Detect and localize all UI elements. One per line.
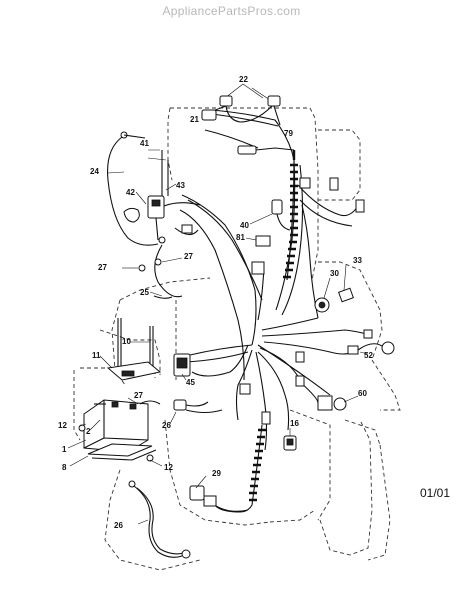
callout-25: 25 bbox=[140, 288, 149, 297]
battery-assembly bbox=[78, 318, 162, 462]
callout-27-left: 27 bbox=[98, 263, 107, 272]
callout-labels: 22 21 79 41 24 42 43 40 81 27 27 25 30 3… bbox=[58, 75, 373, 530]
callout-26-upper: 26 bbox=[162, 421, 171, 430]
callout-43: 43 bbox=[176, 181, 185, 190]
coil-upper bbox=[283, 150, 298, 281]
callout-81: 81 bbox=[236, 233, 245, 242]
lower-ground-cable bbox=[128, 480, 191, 559]
callout-16: 16 bbox=[290, 419, 299, 428]
callout-27-right: 27 bbox=[184, 252, 193, 261]
callout-42: 42 bbox=[126, 188, 135, 197]
callout-30: 30 bbox=[330, 269, 339, 278]
watermark: AppliancePartsPros.com bbox=[162, 4, 301, 18]
callout-27-battery: 27 bbox=[134, 391, 143, 400]
callout-79: 79 bbox=[284, 129, 293, 138]
callout-10: 10 bbox=[122, 337, 131, 346]
seat-pto-switches bbox=[189, 435, 297, 512]
callout-40: 40 bbox=[240, 221, 249, 230]
callout-26-lower: 26 bbox=[114, 521, 123, 530]
callout-8: 8 bbox=[62, 463, 67, 472]
callout-21: 21 bbox=[190, 115, 199, 124]
ignition-group bbox=[107, 131, 201, 246]
right-components bbox=[299, 264, 395, 411]
callout-29: 29 bbox=[212, 469, 221, 478]
callout-1: 1 bbox=[62, 445, 67, 454]
revision-code: 01/01 bbox=[420, 486, 451, 500]
callout-2: 2 bbox=[86, 427, 91, 436]
callout-41: 41 bbox=[140, 139, 149, 148]
callout-11: 11 bbox=[92, 351, 101, 360]
solenoid-group bbox=[251, 177, 365, 275]
callout-12-left: 12 bbox=[58, 421, 67, 430]
callout-45: 45 bbox=[186, 378, 195, 387]
callout-60: 60 bbox=[358, 389, 367, 398]
callout-12-right: 12 bbox=[164, 463, 173, 472]
callout-24: 24 bbox=[90, 167, 99, 176]
callout-22: 22 bbox=[239, 75, 248, 84]
headlight-assembly bbox=[201, 83, 295, 155]
leader-lines bbox=[67, 149, 369, 525]
callout-52: 52 bbox=[364, 351, 373, 360]
switch-connectors bbox=[173, 351, 305, 425]
callout-33: 33 bbox=[353, 256, 362, 265]
main-harness bbox=[174, 109, 373, 451]
ground-cables bbox=[122, 244, 183, 299]
coil-lower bbox=[214, 424, 266, 513]
